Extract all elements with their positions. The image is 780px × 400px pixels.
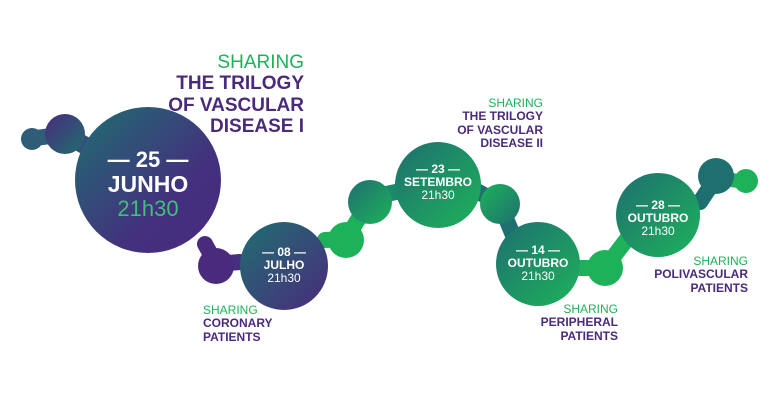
event-1-label: SHARING THE TRILOGY OF VASCULAR DISEASE … [168,52,304,137]
event-2-details: — 08 — JULHO 21h30 [244,245,324,286]
event-2-title-line-2: PATIENTS [203,329,261,344]
event-circle-2 [240,222,328,310]
event-circle-4 [496,222,580,306]
event-1-month: JUNHO [107,171,189,198]
event-4-title-line-1: PERIPHERAL [540,315,618,330]
event-3-prefix: SHARING [488,96,543,110]
event-4-label: SHARING PERIPHERAL PATIENTS [540,302,618,343]
chain-small-bubbles [21,114,758,286]
event-5-prefix: SHARING [693,254,748,268]
event-5-details: — 28 — OUTUBRO 21h30 [616,198,700,239]
event-3-label: SHARING THE TRILOGY OF VASCULAR DISEASE … [457,96,543,151]
event-5-month: OUTUBRO [627,211,689,226]
event-1-date: — 25 — [107,147,189,172]
event-5-label: SHARING POLIVASCULAR PATIENTS [654,254,748,295]
event-1-title-line-1: THE TRILOGY [176,73,304,95]
event-4-title-line-2: PATIENTS [560,328,618,343]
event-2-prefix: SHARING [203,303,258,317]
event-3-time: 21h30 [421,188,455,203]
bubble-small-3 [198,248,234,284]
bubble-small-2 [45,114,85,154]
event-2-label: SHARING CORONARY PATIENTS [203,303,273,344]
bubble-small-8 [698,158,734,194]
event-2-title-line-1: CORONARY [203,316,273,331]
event-1-time: 21h30 [117,196,179,222]
bubble-small-4 [328,222,364,258]
event-3-title-line-1: THE TRILOGY [462,109,543,124]
event-4-month: OUTUBRO [507,256,569,271]
event-3-title-line-2: OF VASCULAR [457,122,543,137]
event-circle-3 [395,142,481,228]
event-3-month: SETEMBRO [403,175,472,190]
bubble-small-7 [587,250,623,286]
event-5-date: — 28 — [635,198,680,212]
event-4-prefix: SHARING [563,302,618,316]
event-5-time: 21h30 [641,224,675,239]
event-circle-1 [75,107,221,253]
event-2-time: 21h30 [267,271,301,286]
bubble-small-5 [348,180,392,224]
event-circles [75,107,700,310]
bubble-small-9 [734,169,758,193]
bubble-small-6 [480,184,520,224]
event-3-date: — 23 — [415,162,460,176]
event-1-details: — 25 — JUNHO 21h30 [78,147,218,222]
event-4-details: — 14 — OUTUBRO 21h30 [496,243,580,284]
event-1-prefix: SHARING [217,52,304,73]
event-5-title-line-1: POLIVASCULAR [654,267,748,282]
bubble-small-1 [21,128,43,150]
event-2-date: — 08 — [261,245,306,259]
event-3-details: — 23 — SETEMBRO 21h30 [393,162,483,203]
event-1-title-line-2: OF VASCULAR [168,94,304,116]
event-4-date: — 14 — [515,243,560,257]
event-4-time: 21h30 [521,269,555,284]
event-1-title-line-3: DISEASE I [210,115,304,137]
event-3-title-line-3: DISEASE II [480,136,543,151]
event-5-title-line-2: PATIENTS [690,280,748,295]
event-2-month: JULHO [263,258,305,273]
event-circle-5 [616,173,700,257]
